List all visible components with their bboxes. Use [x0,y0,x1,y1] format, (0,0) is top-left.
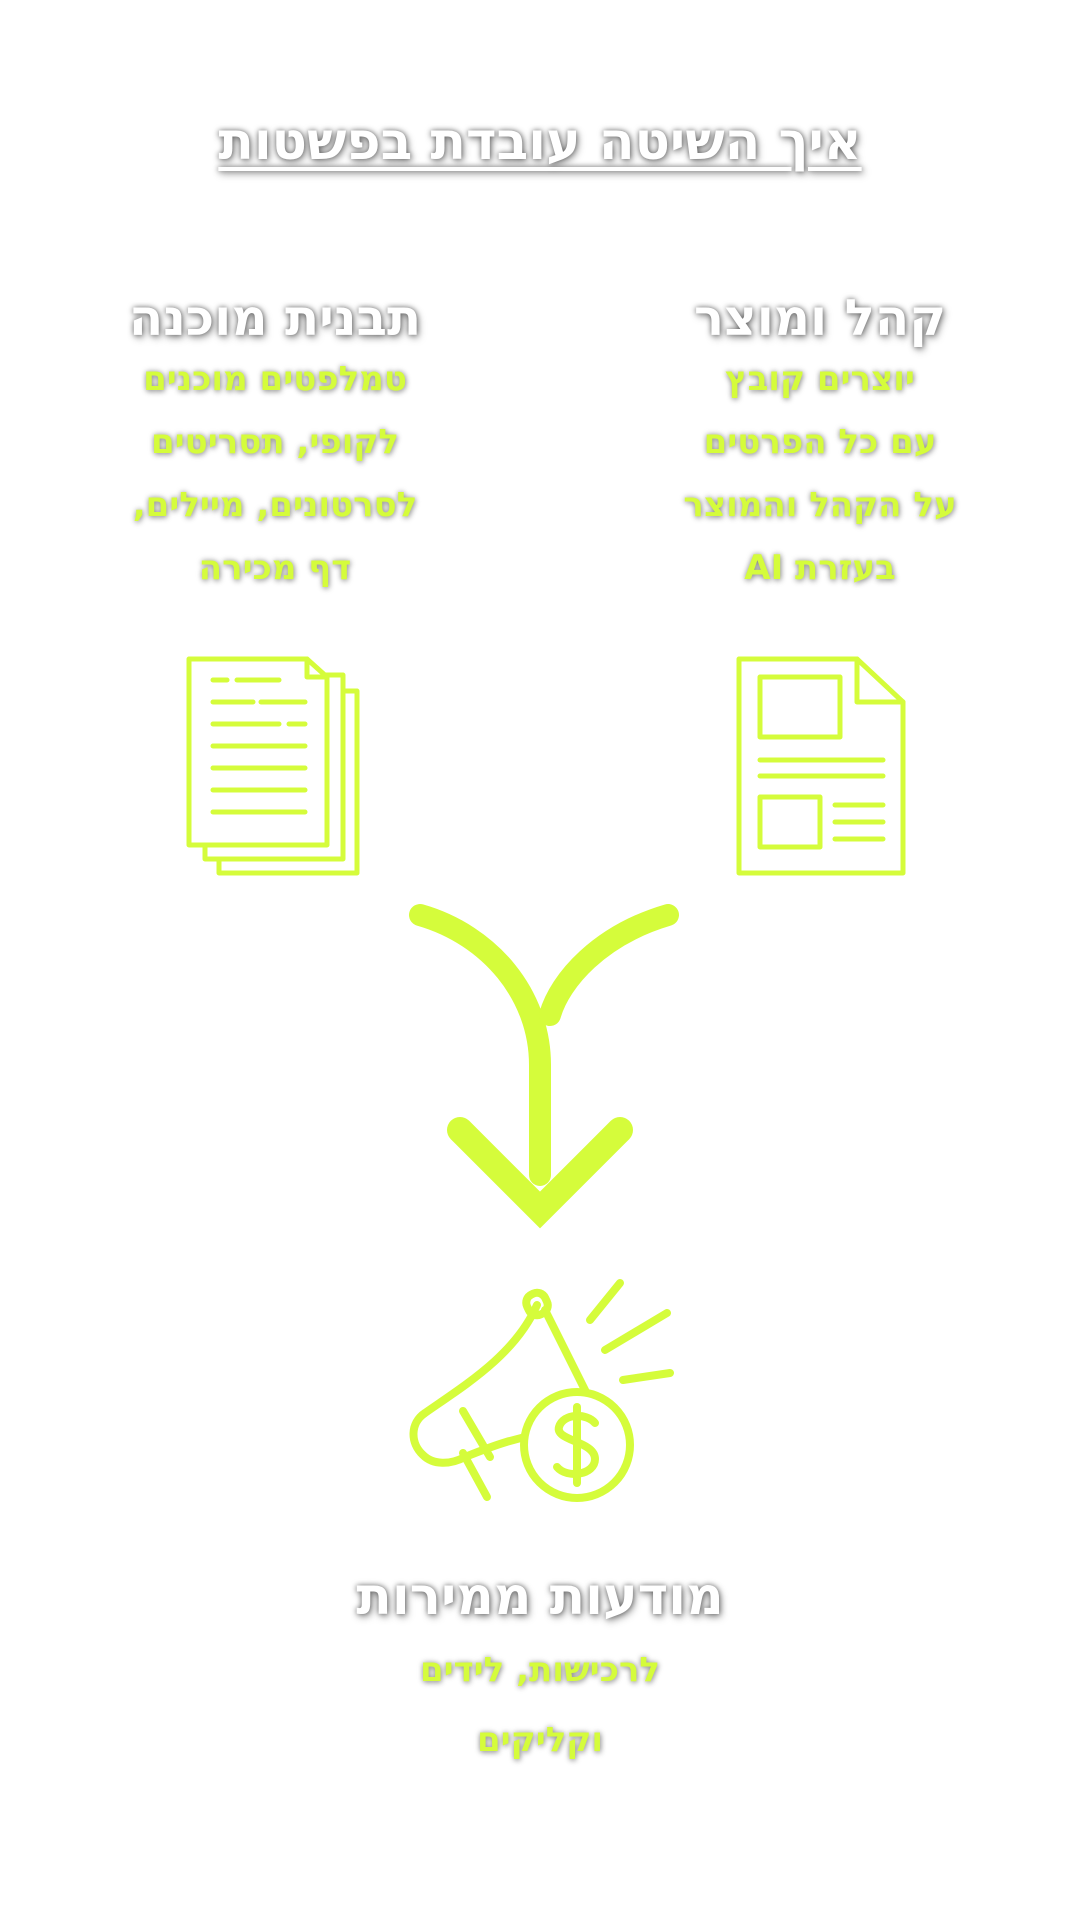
step-description: יוצרים קובץ עם כל הפרטים על הקהל והמוצר … [630,348,1010,600]
step-description: טמלפטים מוכנים לקופי, תסריטים לסרטונים, … [85,348,465,600]
result-heading: מודעות ממירות [356,1567,724,1627]
step-line: על הקהל והמוצר [683,485,957,525]
result-line: לרכישות, לידים [420,1650,660,1690]
megaphone-dollar-icon [409,1279,674,1502]
step-line: יוצרים קובץ [725,359,915,399]
result-line: וקליקים [476,1720,603,1760]
stacked-documents-icon [186,656,360,876]
step-line: עם כל הפרטים [703,422,937,462]
step-line: בעזרת AI [744,548,896,588]
step-heading: קהל ומוצר [693,289,947,347]
merge-arrow-icon [409,904,679,1229]
page-title: איך השיטה עובדת בפשטות [218,112,862,172]
result-description: לרכישות, לידים וקליקים [240,1635,840,1775]
step-line: לקופי, תסריטים [151,422,399,462]
result-section: מודעות ממירות לרכישות, לידים וקליקים [240,1565,840,1775]
step-ready-template: תבנית מוכנה טמלפטים מוכנים לקופי, תסריטי… [85,288,465,600]
step-audience-product: קהל ומוצר יוצרים קובץ עם כל הפרטים על הק… [630,288,1010,600]
step-line: דף מכירה [198,548,352,588]
document-layout-icon [736,656,906,876]
step-line: לסרטונים, מיילים, [132,485,418,525]
step-line: טמלפטים מוכנים [143,359,407,399]
step-heading: תבנית מוכנה [128,289,422,347]
